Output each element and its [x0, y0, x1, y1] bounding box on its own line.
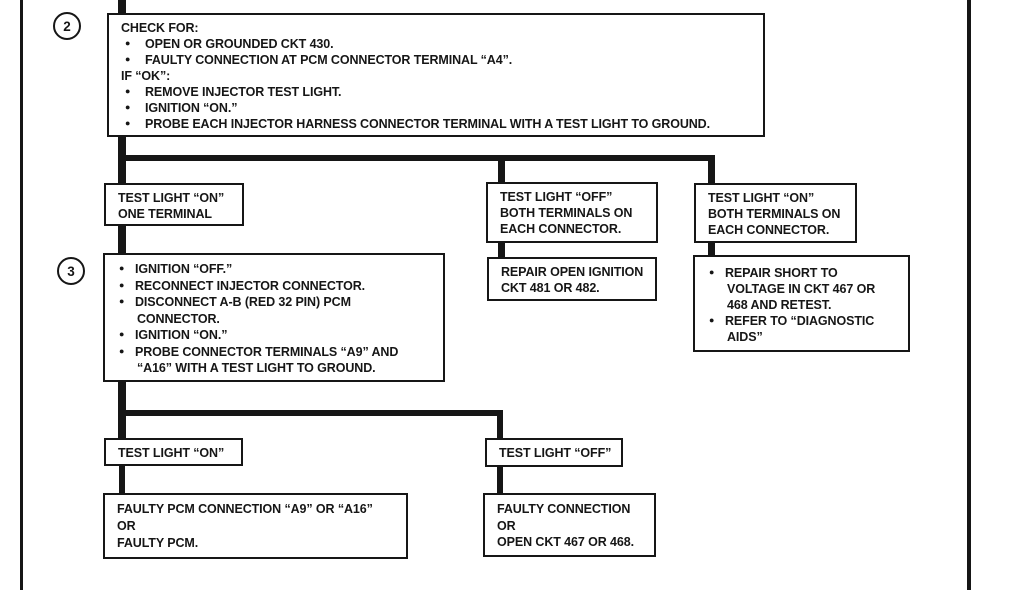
box-step3-procedure: ●IGNITION “OFF.” ●RECONNECT INJECTOR CON…: [103, 253, 445, 382]
text-line: IF “OK”:: [121, 69, 171, 83]
text-line: ●IGNITION “ON.”: [119, 328, 228, 342]
box-test-light-off: TEST LIGHT “OFF”: [485, 438, 623, 467]
bullet-icon: ●: [119, 329, 125, 339]
text-line: EACH CONNECTOR.: [500, 222, 622, 236]
stem-lower-left: [118, 416, 126, 440]
stem-step3-down: [118, 380, 126, 412]
text-line: ●REPAIR SHORT TO: [709, 266, 838, 280]
bullet-icon: ●: [119, 345, 125, 356]
stem-b1-to-b2: [498, 241, 505, 259]
stem-a1-to-step3: [118, 224, 126, 255]
text-line: ●OPEN OR GROUNDED CKT 430.: [121, 36, 755, 52]
stem-lower-right: [497, 416, 503, 440]
box-check-for-content: CHECK FOR: ●OPEN OR GROUNDED CKT 430. ●F…: [109, 15, 763, 135]
text-line: ●REMOVE INJECTOR TEST LIGHT.: [121, 84, 755, 100]
text-line: ●PROBE CONNECTOR TERMINALS “A9” AND: [119, 344, 399, 359]
box-test-light-on-both: TEST LIGHT “ON” BOTH TERMINALS ON EACH C…: [694, 183, 857, 243]
box-content: TEST LIGHT “OFF” BOTH TERMINALS ON EACH …: [488, 184, 656, 240]
box-content: REPAIR OPEN IGNITION CKT 481 OR 482.: [489, 259, 655, 299]
bullet-icon: ●: [119, 263, 125, 273]
text-line: CKT 481 OR 482.: [501, 281, 600, 295]
text-line: ●RECONNECT INJECTOR CONNECTOR.: [119, 278, 365, 293]
branch-line-lower: [118, 410, 503, 416]
bullet-icon: ●: [709, 267, 715, 277]
branch-line-upper: [118, 155, 715, 161]
step-2-marker: 2: [53, 12, 81, 40]
box-content: TEST LIGHT “ON” ONE TERMINAL: [106, 185, 242, 225]
box-repair-open-ignition: REPAIR OPEN IGNITION CKT 481 OR 482.: [487, 257, 657, 301]
box-check-for: CHECK FOR: ●OPEN OR GROUNDED CKT 430. ●F…: [107, 13, 765, 137]
connector-top-stem: [118, 0, 126, 15]
step-3-marker: 3: [57, 257, 85, 285]
text-line: VOLTAGE IN CKT 467 OR: [727, 282, 876, 296]
stem-branch-middle: [498, 161, 505, 184]
box-test-light-on: TEST LIGHT “ON”: [104, 438, 243, 466]
text-line: BOTH TERMINALS ON: [708, 207, 841, 221]
text-line: FAULTY CONNECTION: [497, 502, 631, 516]
text-line: TEST LIGHT “ON”: [708, 191, 815, 205]
stem-c1-to-c2: [708, 241, 715, 257]
text-line: ●PROBE EACH INJECTOR HARNESS CONNECTOR T…: [121, 116, 755, 132]
text-line: BOTH TERMINALS ON: [500, 206, 633, 220]
bullet-icon: ●: [125, 54, 131, 64]
text-line: ●IGNITION “ON.”: [121, 100, 755, 116]
text-line: TEST LIGHT “ON”: [118, 191, 225, 205]
connector-check-to-branch: [118, 135, 126, 157]
text-line: EACH CONNECTOR.: [708, 223, 830, 237]
stem-e1-to-e2: [497, 465, 503, 495]
text-line: “A16” WITH A TEST LIGHT TO GROUND.: [137, 361, 376, 375]
text-line: ●REFER TO “DIAGNOSTIC: [709, 314, 875, 328]
bullet-icon: ●: [125, 118, 131, 128]
frame-right-border: [967, 0, 971, 590]
text-line: ●DISCONNECT A-B (RED 32 PIN) PCM: [119, 295, 351, 309]
text-line: ONE TERMINAL: [118, 207, 212, 221]
bullet-icon: ●: [125, 86, 131, 96]
text-line: OR: [117, 519, 136, 533]
step-3-number: 3: [67, 263, 75, 279]
text-line: AIDS”: [727, 330, 763, 344]
box-faulty-connection-open-ckt: FAULTY CONNECTION OR OPEN CKT 467 OR 468…: [483, 493, 656, 557]
box-content: ●REPAIR SHORT TO VOLTAGE IN CKT 467 OR 4…: [695, 257, 908, 348]
box-test-light-off-both: TEST LIGHT “OFF” BOTH TERMINALS ON EACH …: [486, 182, 658, 243]
text-line: ●IGNITION “OFF.”: [119, 262, 233, 276]
text-line: FAULTY PCM.: [117, 536, 199, 550]
text-line: REPAIR OPEN IGNITION: [501, 265, 644, 279]
text-line: FAULTY PCM CONNECTION “A9” OR “A16”: [117, 502, 373, 516]
bullet-icon: ●: [119, 279, 125, 290]
box-content: TEST LIGHT “ON”: [106, 440, 241, 464]
stem-d1-to-d2: [119, 464, 125, 495]
text-line: TEST LIGHT “OFF”: [500, 190, 613, 204]
step-2-number: 2: [63, 18, 71, 34]
bullet-icon: ●: [125, 102, 131, 112]
text-line: 468 AND RETEST.: [727, 298, 832, 312]
box-content: TEST LIGHT “ON” BOTH TERMINALS ON EACH C…: [696, 185, 855, 241]
box-content: TEST LIGHT “OFF”: [487, 440, 621, 464]
bullet-icon: ●: [125, 38, 131, 48]
bullet-icon: ●: [709, 315, 715, 325]
text-line: ●FAULTY CONNECTION AT PCM CONNECTOR TERM…: [121, 52, 755, 68]
box-content: FAULTY CONNECTION OR OPEN CKT 467 OR 468…: [485, 495, 654, 554]
box-step3-content: ●IGNITION “OFF.” ●RECONNECT INJECTOR CON…: [105, 255, 443, 380]
stem-branch-left: [118, 161, 126, 185]
text-line: OPEN CKT 467 OR 468.: [497, 535, 634, 549]
box-test-light-on-one-terminal: TEST LIGHT “ON” ONE TERMINAL: [104, 183, 244, 226]
box-content: FAULTY PCM CONNECTION “A9” OR “A16” OR F…: [105, 495, 406, 555]
box-repair-short-to-voltage: ●REPAIR SHORT TO VOLTAGE IN CKT 467 OR 4…: [693, 255, 910, 352]
text-line: OR: [497, 518, 516, 533]
text-line: TEST LIGHT “ON”: [118, 446, 225, 460]
text-line: CHECK FOR:: [121, 21, 199, 35]
text-line: CONNECTOR.: [137, 311, 220, 326]
stem-branch-right: [708, 155, 715, 185]
bullet-icon: ●: [119, 296, 125, 306]
frame-left-border: [20, 0, 23, 590]
box-faulty-pcm-connection: FAULTY PCM CONNECTION “A9” OR “A16” OR F…: [103, 493, 408, 559]
text-line: TEST LIGHT “OFF”: [499, 446, 612, 460]
